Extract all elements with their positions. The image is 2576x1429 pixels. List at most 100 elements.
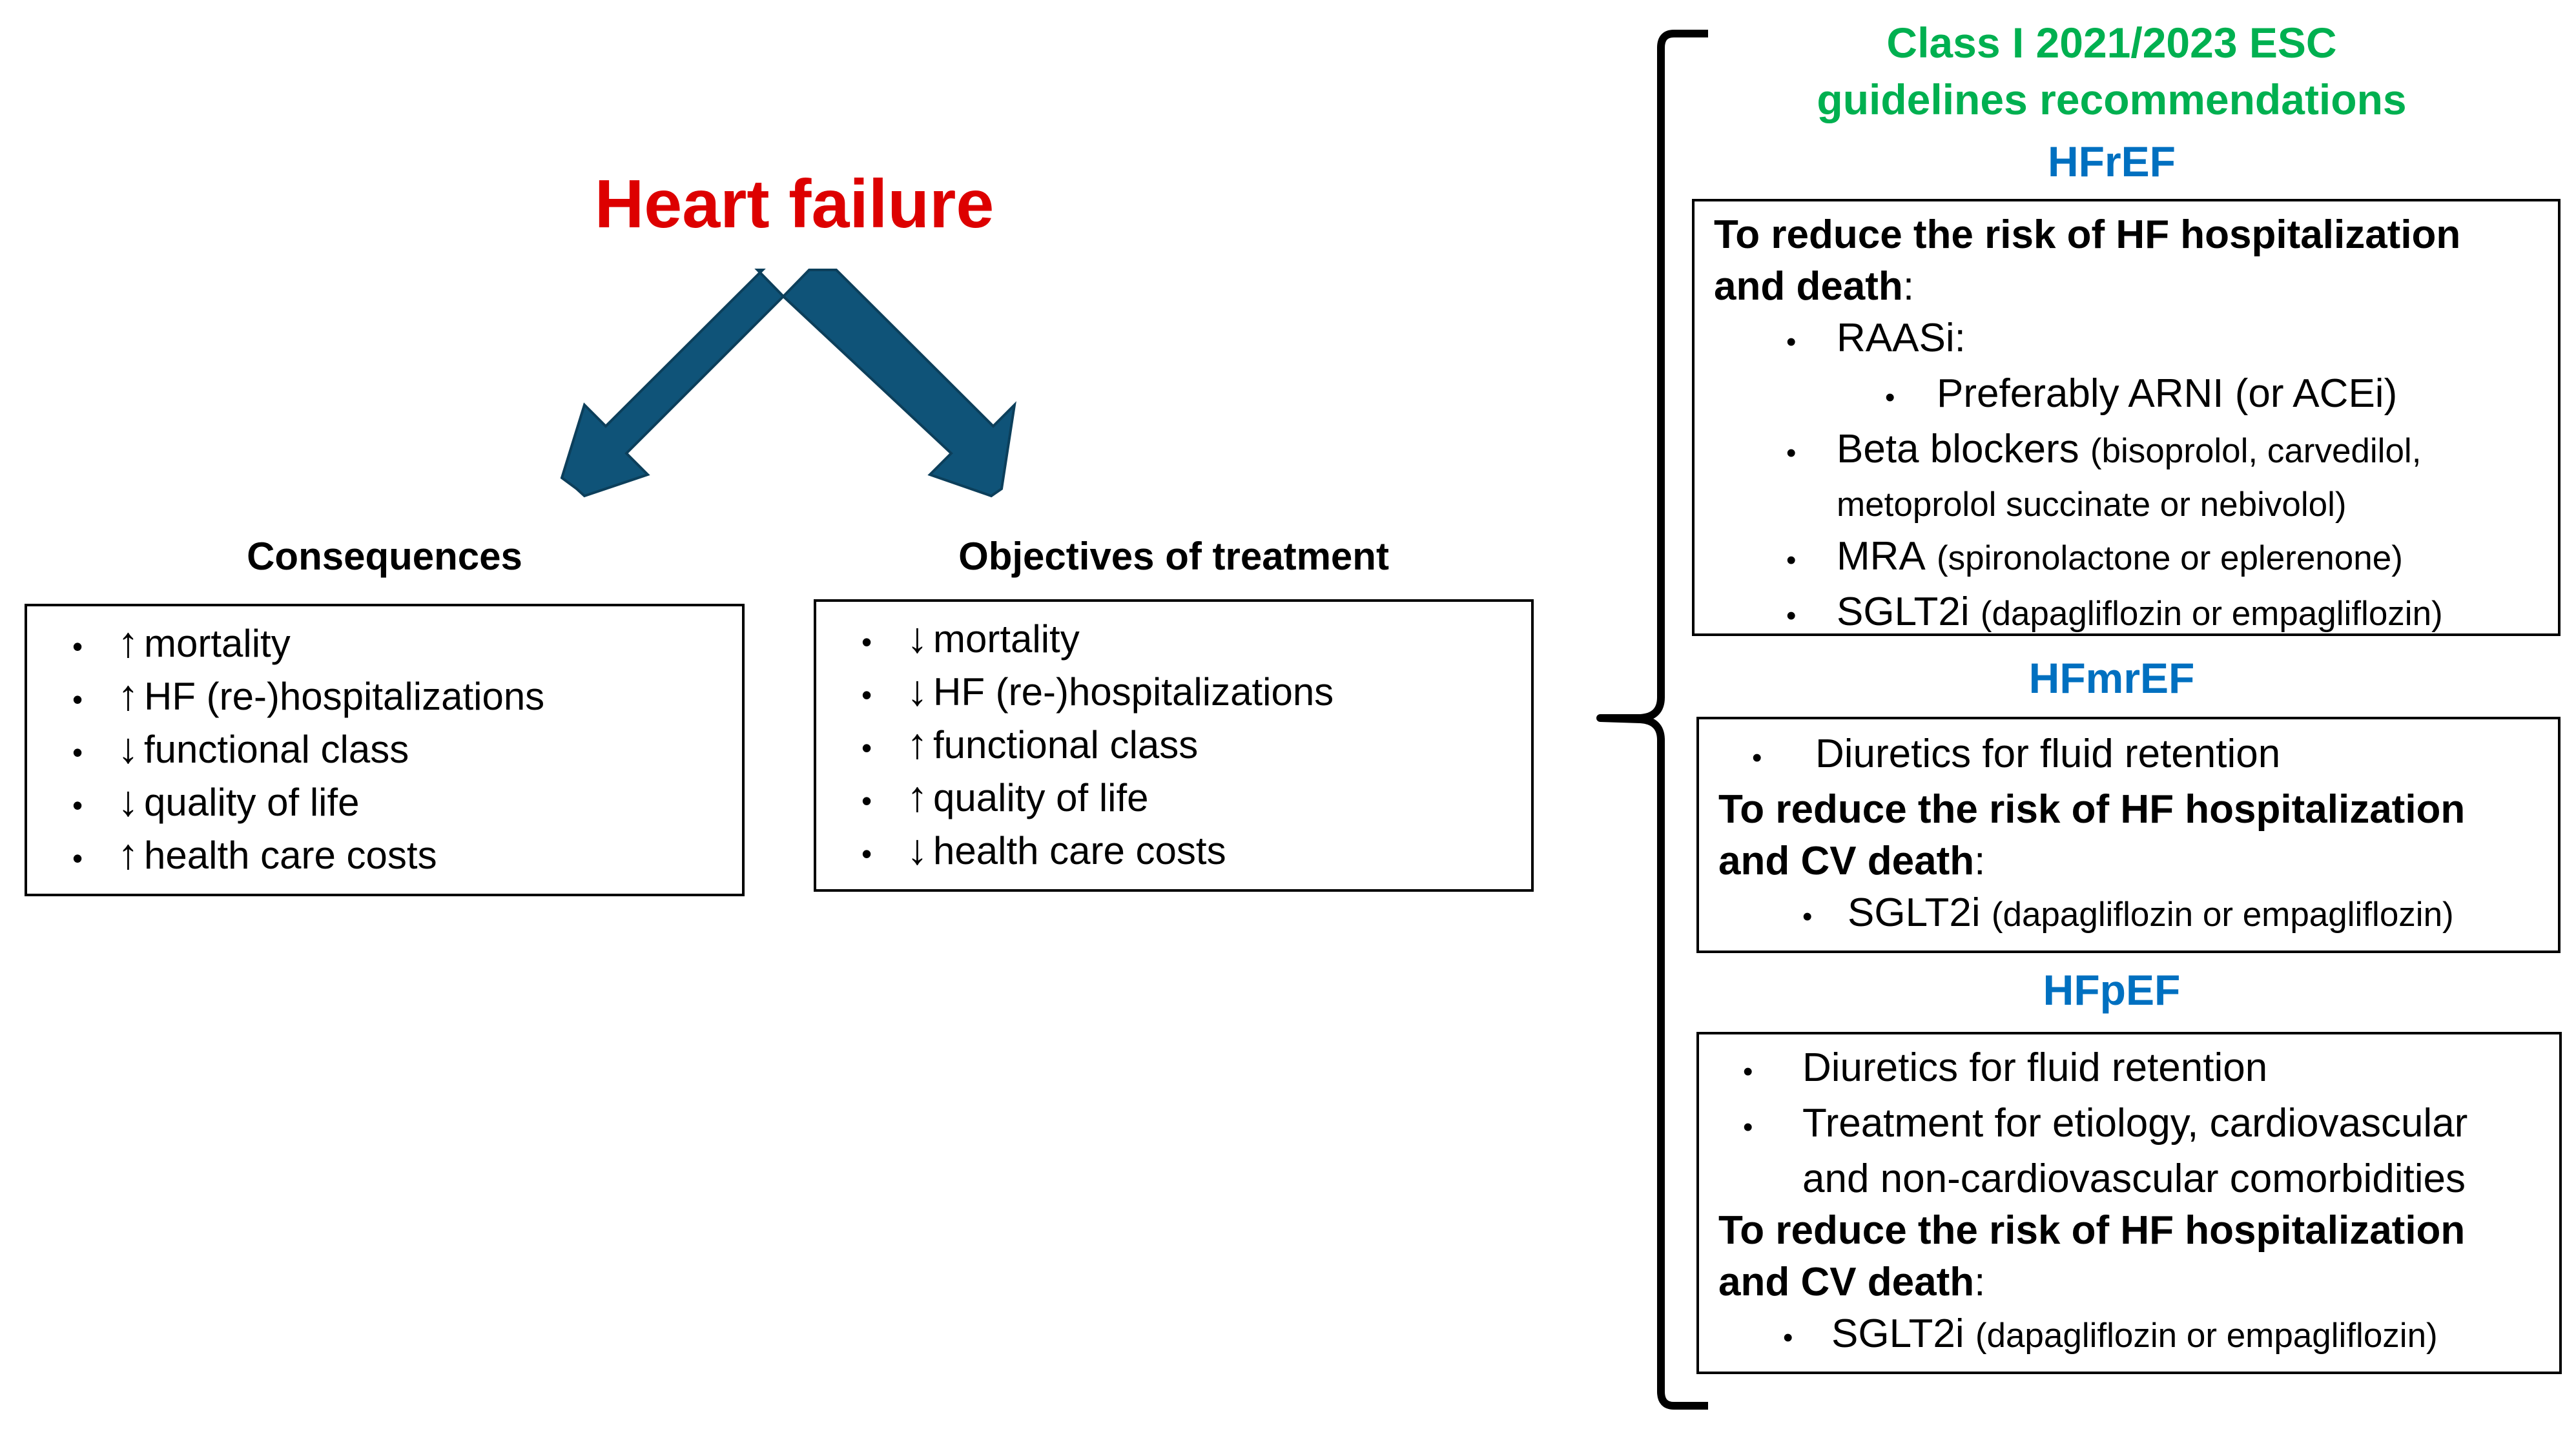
bullet-icon: • xyxy=(1786,600,1797,632)
arrow-indicator: ↑ xyxy=(118,618,139,666)
list-item: • ↓HF (re-)hospitalizations xyxy=(836,664,1531,717)
esc-heading-line1: Class I 2021/2023 ESC xyxy=(1886,19,2337,67)
item-text: and non-cardiovascular comorbidities xyxy=(1802,1157,2466,1201)
goal-line2: and CV death xyxy=(1718,839,1975,883)
hfmref-label: HFmrEF xyxy=(2028,654,2195,702)
goal-line1: To reduce the risk of HF hospitalization xyxy=(1718,787,2466,832)
bullet-icon: • xyxy=(861,678,872,712)
bullet-icon: • xyxy=(1786,437,1797,469)
item-text: Diuretics for fluid retention xyxy=(1815,732,2281,776)
item-text: HF (re-)hospitalizations xyxy=(933,670,1334,714)
hfref-label: HFrEF xyxy=(2048,138,2176,185)
list-item: • ↑health care costs xyxy=(46,827,742,880)
item-text: mortality xyxy=(144,622,291,665)
bullet-icon: • xyxy=(72,630,83,663)
list-item: •Preferably ARNI (or ACEi) xyxy=(1714,368,2558,424)
hfpef-label: HFpEF xyxy=(2043,966,2181,1014)
list-item: • SGLT2i (dapagliflozin or empagliflozin) xyxy=(1718,1308,2559,1364)
hfmref-goal-2: and CV death: xyxy=(1718,836,2558,887)
esc-heading: Class I 2021/2023 ESC guidelines recomme… xyxy=(1692,14,2531,128)
arrow-indicator: ↑ xyxy=(118,671,139,719)
arrow-indicator: ↑ xyxy=(907,719,928,767)
goal-line2: and CV death xyxy=(1718,1260,1975,1304)
item-text: functional class xyxy=(933,723,1199,766)
arrow-indicator: ↓ xyxy=(907,613,928,661)
item-detail: (dapagliflozin or empagliflozin) xyxy=(1980,595,2443,633)
right-arrow-icon xyxy=(781,269,1016,498)
item-text: Treatment for etiology, cardiovascular xyxy=(1802,1101,2468,1146)
item-text: MRA xyxy=(1837,534,1926,579)
bullet-icon: • xyxy=(72,841,83,875)
list-item-continued: metoprolol succinate or nebivolol) xyxy=(1714,479,2558,531)
diagram-title: Heart failure xyxy=(594,166,994,242)
consequences-box: •↑mortality •↑HF (re-)hospitalizations •… xyxy=(25,604,745,896)
item-text: Diuretics for fluid retention xyxy=(1802,1045,2268,1090)
bullet-icon: • xyxy=(1743,1111,1753,1143)
item-text: quality of life xyxy=(933,776,1149,819)
hfref-goal-2: and death: xyxy=(1714,261,2558,313)
list-item: • Diuretics for fluid retention xyxy=(1718,1042,2559,1098)
left-arrow-icon xyxy=(560,269,785,498)
item-detail: (dapagliflozin or empagliflozin) xyxy=(1975,1317,2438,1355)
objectives-title: Objectives of treatment xyxy=(958,535,1389,578)
list-item: • SGLT2i (dapagliflozin or empagliflozin) xyxy=(1718,887,2558,943)
list-item: • ↓health care costs xyxy=(836,823,1531,876)
item-text: health care costs xyxy=(933,829,1226,872)
bullet-icon: • xyxy=(1786,326,1797,358)
goal-line2: and death xyxy=(1714,264,1903,309)
arrow-indicator: ↓ xyxy=(118,724,139,772)
hfpef-goal-2: and CV death: xyxy=(1718,1257,2559,1308)
hfpef-goal: To reduce the risk of HF hospitalization xyxy=(1718,1205,2559,1257)
item-text: RAASi: xyxy=(1837,316,1966,360)
item-text: functional class xyxy=(144,728,409,771)
item-text: Preferably ARNI (or ACEi) xyxy=(1937,371,2398,416)
goal-line1: To reduce the risk of HF hospitalization xyxy=(1718,1208,2466,1253)
item-detail: (dapagliflozin or empagliflozin) xyxy=(1991,896,2454,934)
list-item: • RAASi: xyxy=(1714,313,2558,368)
arrow-indicator: ↑ xyxy=(907,772,928,820)
list-item: •↓quality of life xyxy=(46,774,742,827)
item-text: health care costs xyxy=(144,834,437,877)
item-text: SGLT2i xyxy=(1848,890,1981,935)
hfmref-goal: To reduce the risk of HF hospitalization xyxy=(1718,784,2558,836)
bullet-icon: • xyxy=(1802,901,1813,932)
list-item: •Diuretics for fluid retention xyxy=(1718,728,2558,784)
bullet-icon: • xyxy=(861,625,872,659)
esc-heading-line2: guidelines recommendations xyxy=(1817,76,2407,123)
bullet-icon: • xyxy=(1783,1322,1793,1353)
list-item: • Treatment for etiology, cardiovascular xyxy=(1718,1098,2559,1153)
bullet-icon: • xyxy=(72,788,83,822)
hfmref-box: •Diuretics for fluid retention To reduce… xyxy=(1696,717,2561,953)
item-detail: (spironolactone or eplerenone) xyxy=(1937,539,2403,577)
bullet-icon: • xyxy=(861,837,872,870)
bullet-icon: • xyxy=(861,784,872,817)
curly-brace xyxy=(1596,30,1708,1410)
item-text: HF (re-)hospitalizations xyxy=(144,675,545,718)
arrow-indicator: ↑ xyxy=(118,830,139,878)
bullet-icon: • xyxy=(861,731,872,765)
bullet-icon: • xyxy=(1786,544,1797,576)
objectives-box: •↓mortality •↓HF (re-)hospitalizations •… xyxy=(814,599,1534,892)
hfref-box: To reduce the risk of HF hospitalization… xyxy=(1692,199,2561,636)
arrow-indicator: ↓ xyxy=(907,666,928,714)
item-detail: (bisoprolol, carvedilol, xyxy=(2090,432,2422,470)
hfpef-box: • Diuretics for fluid retention • Treatmen… xyxy=(1696,1032,2562,1374)
list-item-continued: and non-cardiovascular comorbidities xyxy=(1718,1153,2559,1205)
consequences-title: Consequences xyxy=(247,535,522,578)
bullet-icon: • xyxy=(72,735,83,769)
item-text: mortality xyxy=(933,617,1080,661)
arrow-indicator: ↓ xyxy=(907,825,928,873)
list-item: • ↑HF (re-)hospitalizations xyxy=(46,668,742,721)
bullet-icon: • xyxy=(72,683,83,716)
list-item: • Beta blockers (bisoprolol, carvedilol, xyxy=(1714,424,2558,479)
bullet-icon: • xyxy=(1743,1056,1753,1087)
item-text: SGLT2i xyxy=(1837,590,1970,634)
item-text: SGLT2i xyxy=(1831,1311,1964,1356)
item-detail: metoprolol succinate or nebivolol) xyxy=(1837,486,2347,524)
list-item: • ↓functional class xyxy=(46,721,742,774)
item-text: Beta blockers xyxy=(1837,427,2079,471)
list-item: • MRA (spironolactone or eplerenone) xyxy=(1714,531,2558,586)
list-item: • ↑quality of life xyxy=(836,770,1531,823)
goal-colon: : xyxy=(1974,839,1986,883)
